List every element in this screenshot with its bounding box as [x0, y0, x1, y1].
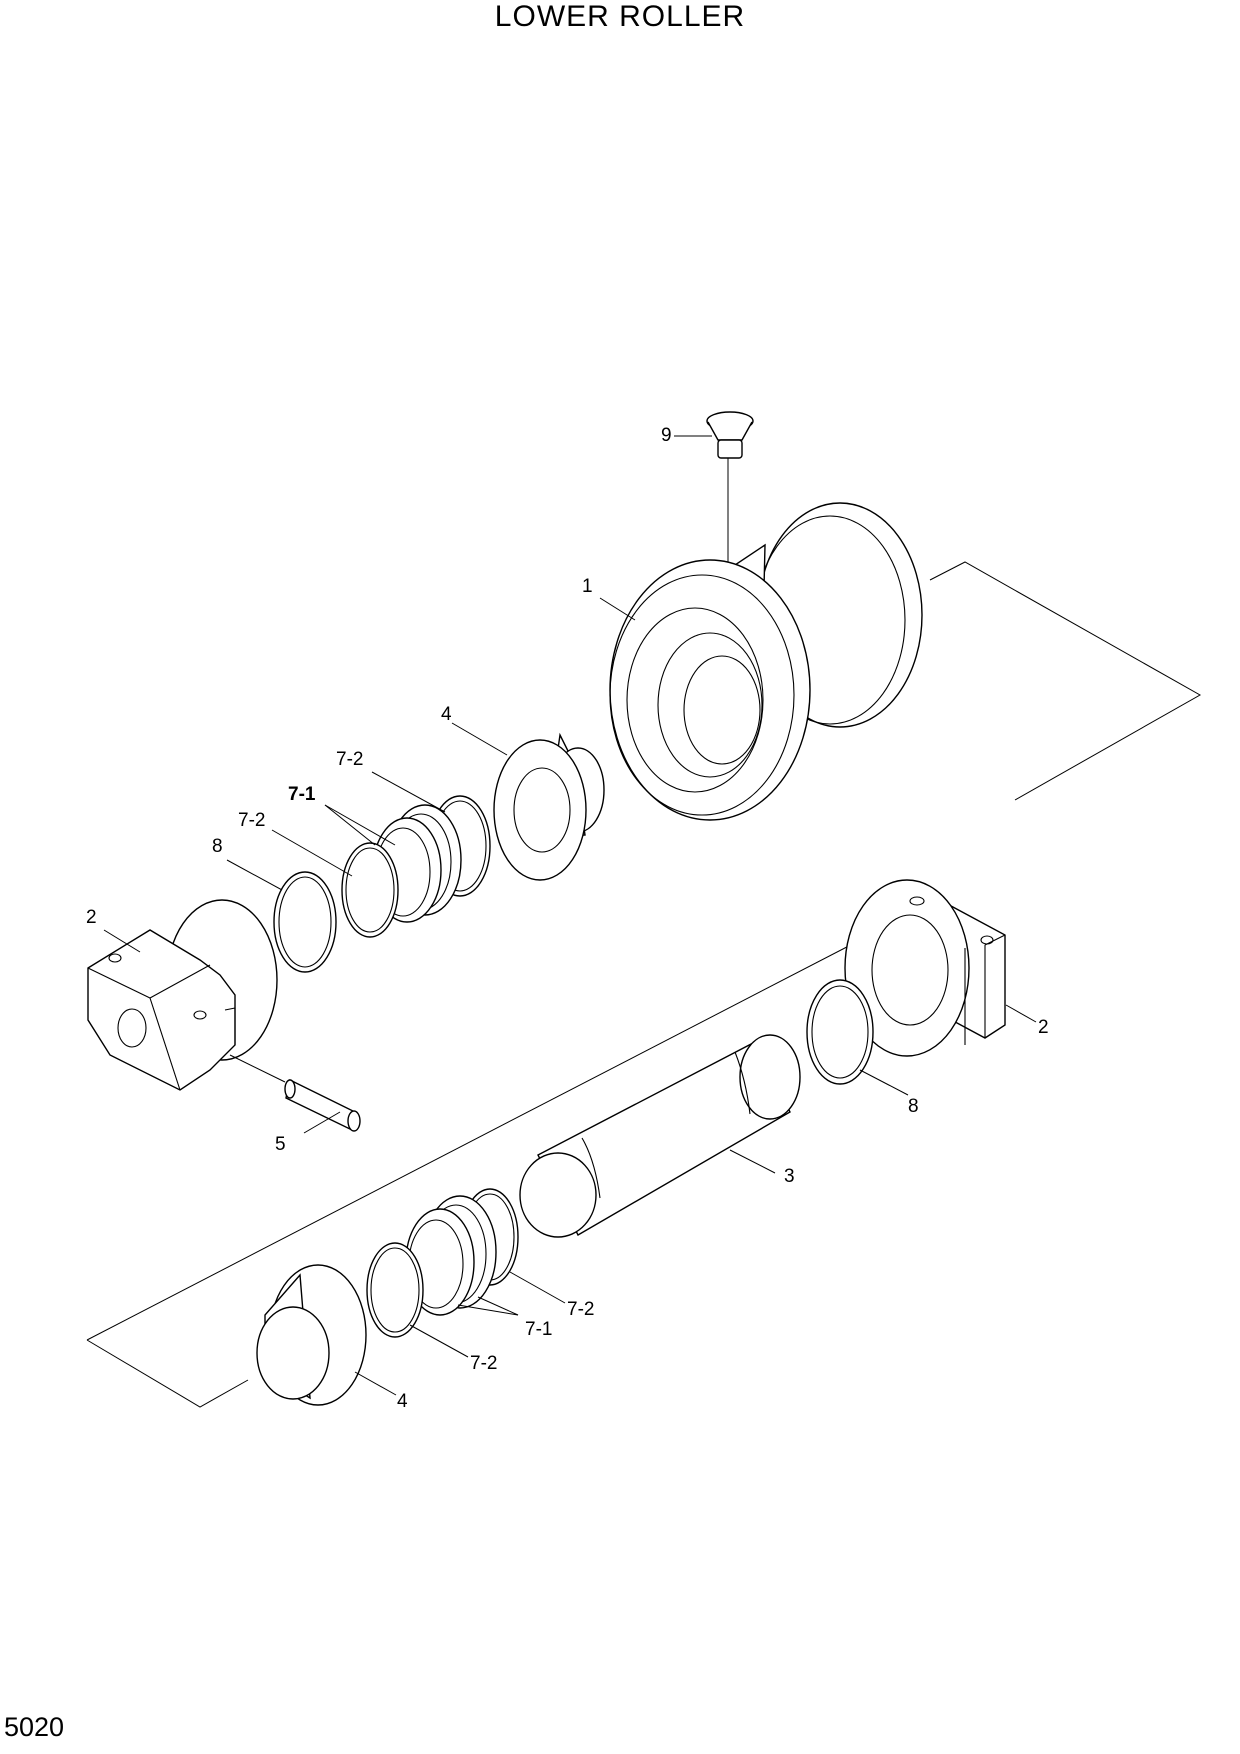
- callout-3: 3: [784, 1166, 795, 1187]
- callout-7-2-b: 7-2: [238, 810, 265, 831]
- part-4-bushing-top: [493, 732, 605, 881]
- callout-4-top: 4: [441, 704, 452, 725]
- callout-4-bottom: 4: [397, 1391, 408, 1412]
- callout-2-right: 2: [1038, 1017, 1049, 1038]
- callout-5: 5: [275, 1134, 286, 1155]
- callout-labels: 9 1 4 7-2 7-1 7-2 8 2 2 8 5 3 7-2 7-1 7-…: [86, 425, 1049, 1412]
- page-title: LOWER ROLLER: [494, 0, 746, 33]
- part-8-ring-right: [806, 979, 874, 1085]
- page-number: 5020: [4, 1712, 65, 1742]
- callout-7-1-a: 7-1: [288, 784, 316, 805]
- callout-7-2-c: 7-2: [567, 1299, 594, 1320]
- part-4-bushing-bottom: [256, 1264, 367, 1406]
- seal-group-lower: [366, 1188, 519, 1338]
- callout-2-left: 2: [86, 907, 97, 928]
- callout-1: 1: [582, 576, 593, 597]
- leader-lines: [103, 435, 1037, 1396]
- callout-7-1-b: 7-1: [525, 1319, 552, 1340]
- callout-8-left: 8: [212, 836, 223, 857]
- part-9-plug: [706, 411, 754, 572]
- assembly-boundary: [86, 561, 1202, 1408]
- part-3-shaft: [519, 1034, 801, 1238]
- part-2-collar-left: [87, 899, 278, 1091]
- part-1-roller: [609, 502, 923, 821]
- part-2-collar-right: [844, 879, 1006, 1057]
- callout-7-2-d: 7-2: [470, 1353, 497, 1374]
- callout-7-2-a: 7-2: [336, 749, 363, 770]
- seal-group-upper: [273, 795, 491, 973]
- part-5-pin: [229, 1054, 361, 1132]
- callout-8-right: 8: [908, 1096, 919, 1117]
- callout-9: 9: [661, 425, 672, 446]
